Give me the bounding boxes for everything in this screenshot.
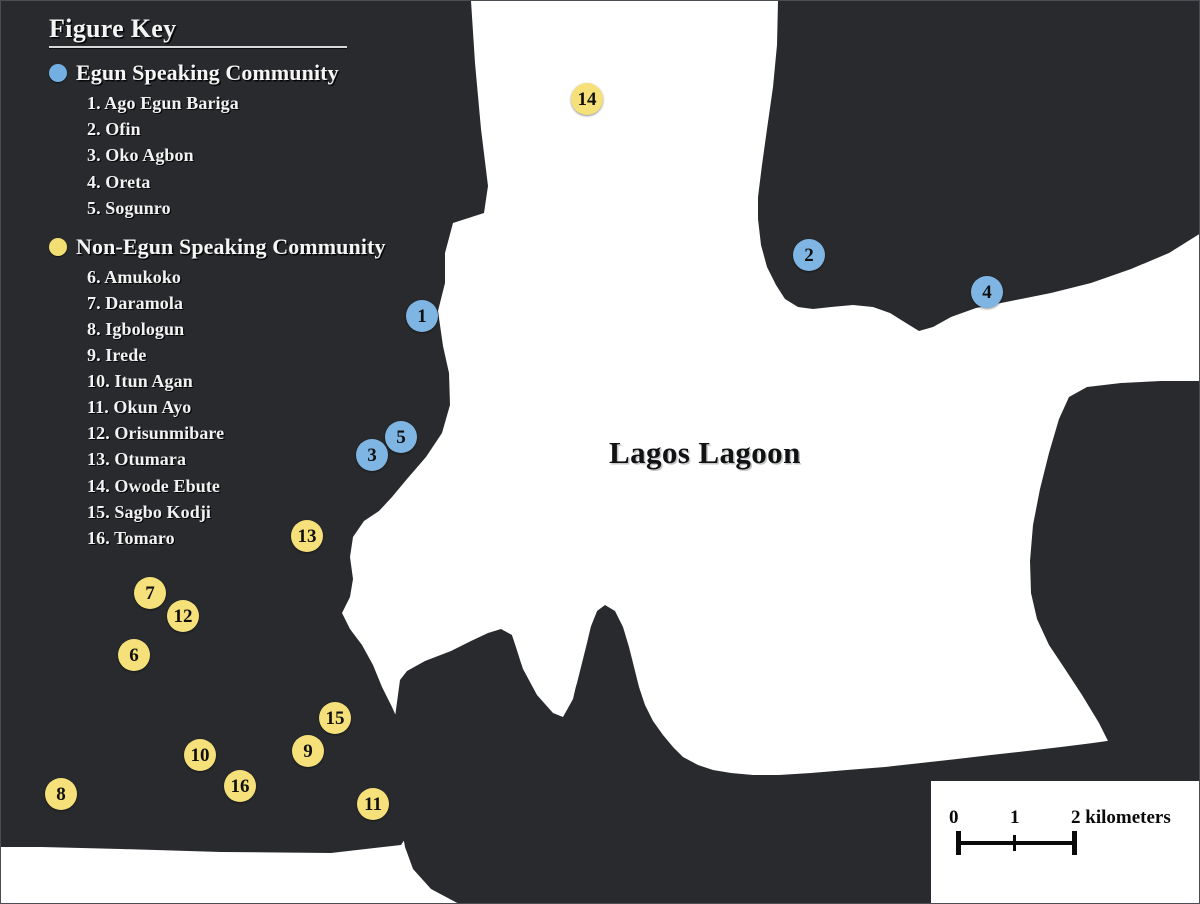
- map-marker-2[interactable]: 2: [793, 239, 825, 271]
- legend-item: 11. Okun Ayo: [87, 397, 192, 418]
- legend-head-egun: Egun Speaking Community: [49, 60, 421, 86]
- legend-item: 14. Owode Ebute: [87, 475, 221, 496]
- legend-item: 7. Daramola: [87, 292, 184, 313]
- legend-group-egun: Egun Speaking Community 1. Ago Egun Bari…: [49, 60, 421, 220]
- scale-label-2: 2 kilometers: [1071, 807, 1171, 828]
- scale-tick-end: [1072, 831, 1077, 855]
- scale-bar-labels: 0 1 2 kilometers: [949, 807, 1185, 831]
- legend-item: 6. Amukoko: [87, 266, 182, 287]
- scale-bar: 0 1 2 kilometers: [931, 781, 1199, 903]
- map-marker-9[interactable]: 9: [292, 735, 324, 767]
- legend-group-non-egun: Non-Egun Speaking Community 6. Amukoko 7…: [49, 234, 421, 551]
- legend-item: 2. Ofin: [87, 119, 141, 140]
- scale-label-1: 1: [1010, 807, 1020, 828]
- yellow-dot-icon: [49, 237, 67, 256]
- map-marker-11[interactable]: 11: [357, 788, 389, 820]
- map-marker-6[interactable]: 6: [118, 639, 150, 671]
- legend-item: 3. Oko Agbon: [87, 145, 194, 166]
- map-marker-14[interactable]: 14: [571, 83, 603, 115]
- scale-bar-line: [956, 841, 1076, 845]
- map-marker-7[interactable]: 7: [134, 577, 166, 609]
- map-marker-12[interactable]: 12: [167, 600, 199, 632]
- map-marker-10[interactable]: 10: [184, 739, 216, 771]
- map-marker-8[interactable]: 8: [45, 778, 77, 810]
- legend-item: 5. Sogunro: [87, 197, 171, 218]
- legend-head-non-egun: Non-Egun Speaking Community: [49, 234, 421, 260]
- map-marker-1[interactable]: 1: [406, 300, 438, 332]
- scale-label-0: 0: [949, 807, 959, 828]
- legend-label-non-egun: Non-Egun Speaking Community: [76, 233, 386, 259]
- water-notch-south: [512, 611, 597, 717]
- map-marker-16[interactable]: 16: [224, 770, 256, 802]
- legend-item: 10. Itun Agan: [87, 371, 193, 392]
- legend-item: 8. Igbologun: [87, 318, 185, 339]
- legend-list-egun: 1. Ago Egun Bariga 2. Ofin 3. Oko Agbon …: [49, 90, 421, 220]
- legend-list-non-egun: 6. Amukoko 7. Daramola 8. Igbologun 9. I…: [49, 264, 421, 551]
- blue-dot-icon: [49, 64, 67, 83]
- legend-item: 15. Sagbo Kodji: [87, 501, 212, 522]
- legend-item: 16. Tomaro: [87, 527, 175, 548]
- legend-item: 4. Oreta: [87, 171, 151, 192]
- map-marker-3[interactable]: 3: [356, 439, 388, 471]
- legend-item: 1. Ago Egun Bariga: [87, 93, 239, 114]
- map-marker-15[interactable]: 15: [319, 702, 351, 734]
- scale-tick-start: [956, 831, 961, 855]
- landmass-northwest: [1, 1, 488, 853]
- map-marker-13[interactable]: 13: [291, 520, 323, 552]
- map-marker-5[interactable]: 5: [385, 421, 417, 453]
- map-marker-4[interactable]: 4: [971, 276, 1003, 308]
- legend-item: 9. Irede: [87, 345, 147, 366]
- figure-key-title: Figure Key: [49, 14, 177, 43]
- landmass-northeast: [758, 1, 1199, 331]
- legend-item: 12. Orisunmibare: [87, 423, 225, 444]
- figure-key-divider: [49, 46, 347, 49]
- legend-label-egun: Egun Speaking Community: [76, 60, 339, 86]
- legend-item: 13. Otumara: [87, 449, 187, 470]
- figure-key-panel: Figure Key Egun Speaking Community 1. Ag…: [1, 1, 421, 555]
- scale-tick-mid: [1013, 835, 1016, 851]
